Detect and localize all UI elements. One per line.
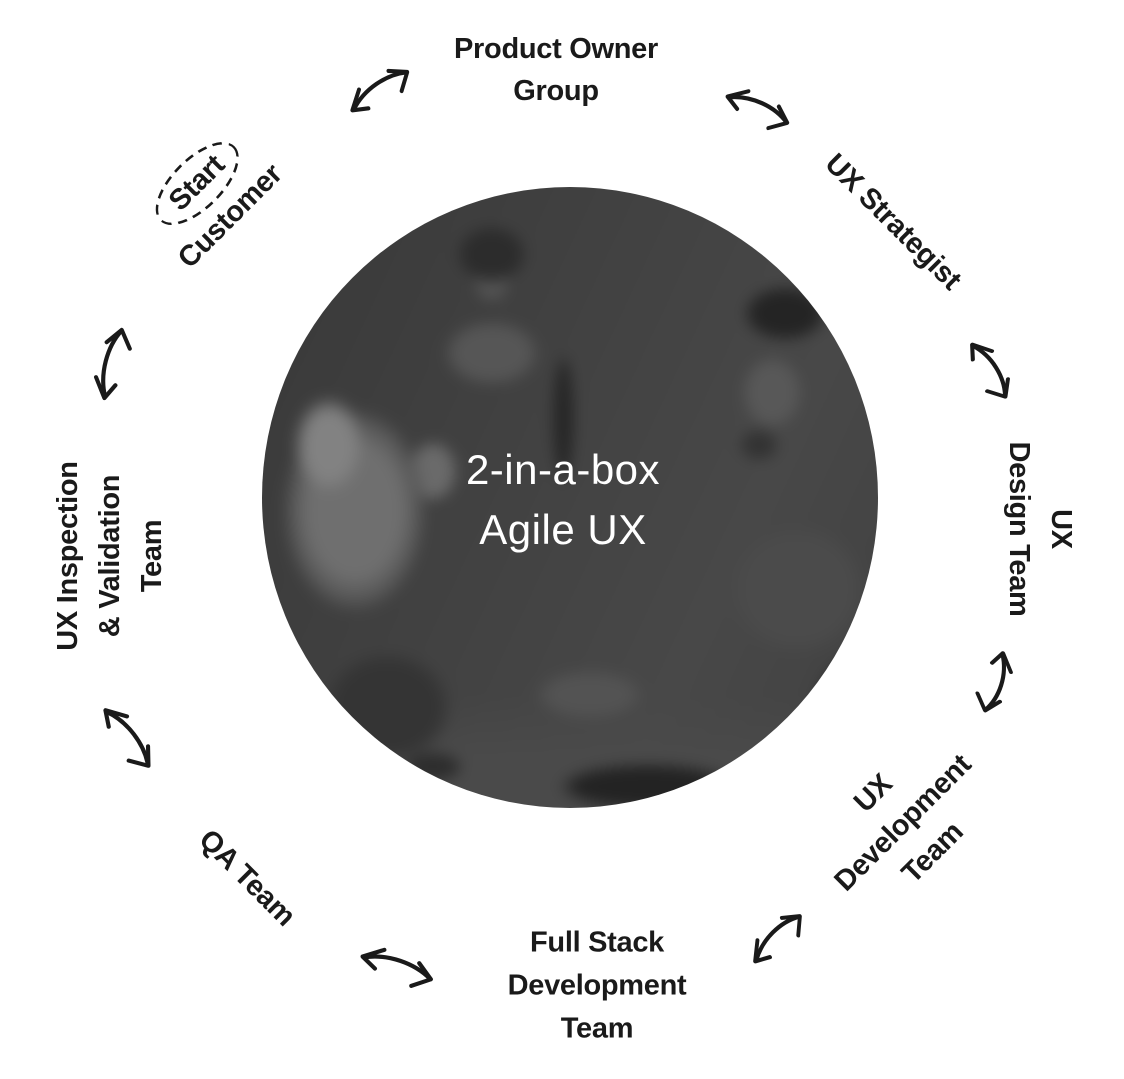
double-arrow-icon-ux-design-ux-development [967, 644, 1029, 724]
double-arrow-icon-qa-team-ux-inspection [93, 691, 168, 781]
start-dashed-ellipse: Start [152, 138, 242, 228]
center-caption-line1: 2-in-a-box [465, 446, 661, 493]
double-arrow-icon-start-customer-product-owner [334, 52, 421, 122]
double-arrow-icon-ux-development-full-stack [734, 897, 816, 973]
node-ux-inspection-validation-team: UX Inspection & Validation Team [47, 461, 173, 650]
node-label-line: & Validation [94, 474, 126, 638]
dashed-ellipse-icon [155, 141, 239, 225]
node-label-line: UX Inspection [52, 461, 84, 651]
node-product-owner-group: Product Owner Group [454, 28, 658, 112]
node-label-line: Group [513, 75, 599, 107]
node-label-line: Team [136, 519, 168, 593]
node-label-line: Full Stack [530, 926, 664, 959]
team-photo [262, 187, 878, 808]
double-arrow-icon-full-stack-qa-team [352, 930, 445, 998]
node-qa-team: QA Team [189, 820, 305, 936]
node-full-stack-development-team: Full Stack Development Team [508, 922, 687, 1051]
double-arrow-icon-ux-strategist-ux-design-team [961, 328, 1026, 410]
center-photo-circle [262, 187, 878, 808]
node-label-line: Product Owner [454, 33, 658, 65]
node-label-line: QA Team [192, 823, 302, 933]
node-label-line: Team [560, 1012, 634, 1045]
center-caption-line2: Agile UX [479, 506, 647, 553]
node-ux-design-team: UX Design Team [998, 441, 1082, 616]
double-arrow-icon-product-owner-ux-strategist [717, 71, 803, 141]
node-label-line: UX [1045, 509, 1077, 549]
node-start-customer: Start Customer [134, 120, 294, 280]
node-label-line: Design Team [1003, 441, 1035, 617]
center-caption: 2-in-a-box Agile UX [466, 440, 660, 560]
node-label-line: Development [507, 969, 687, 1002]
double-arrow-icon-ux-inspection-start-customer [78, 316, 141, 407]
node-label-line: Start [134, 120, 261, 247]
